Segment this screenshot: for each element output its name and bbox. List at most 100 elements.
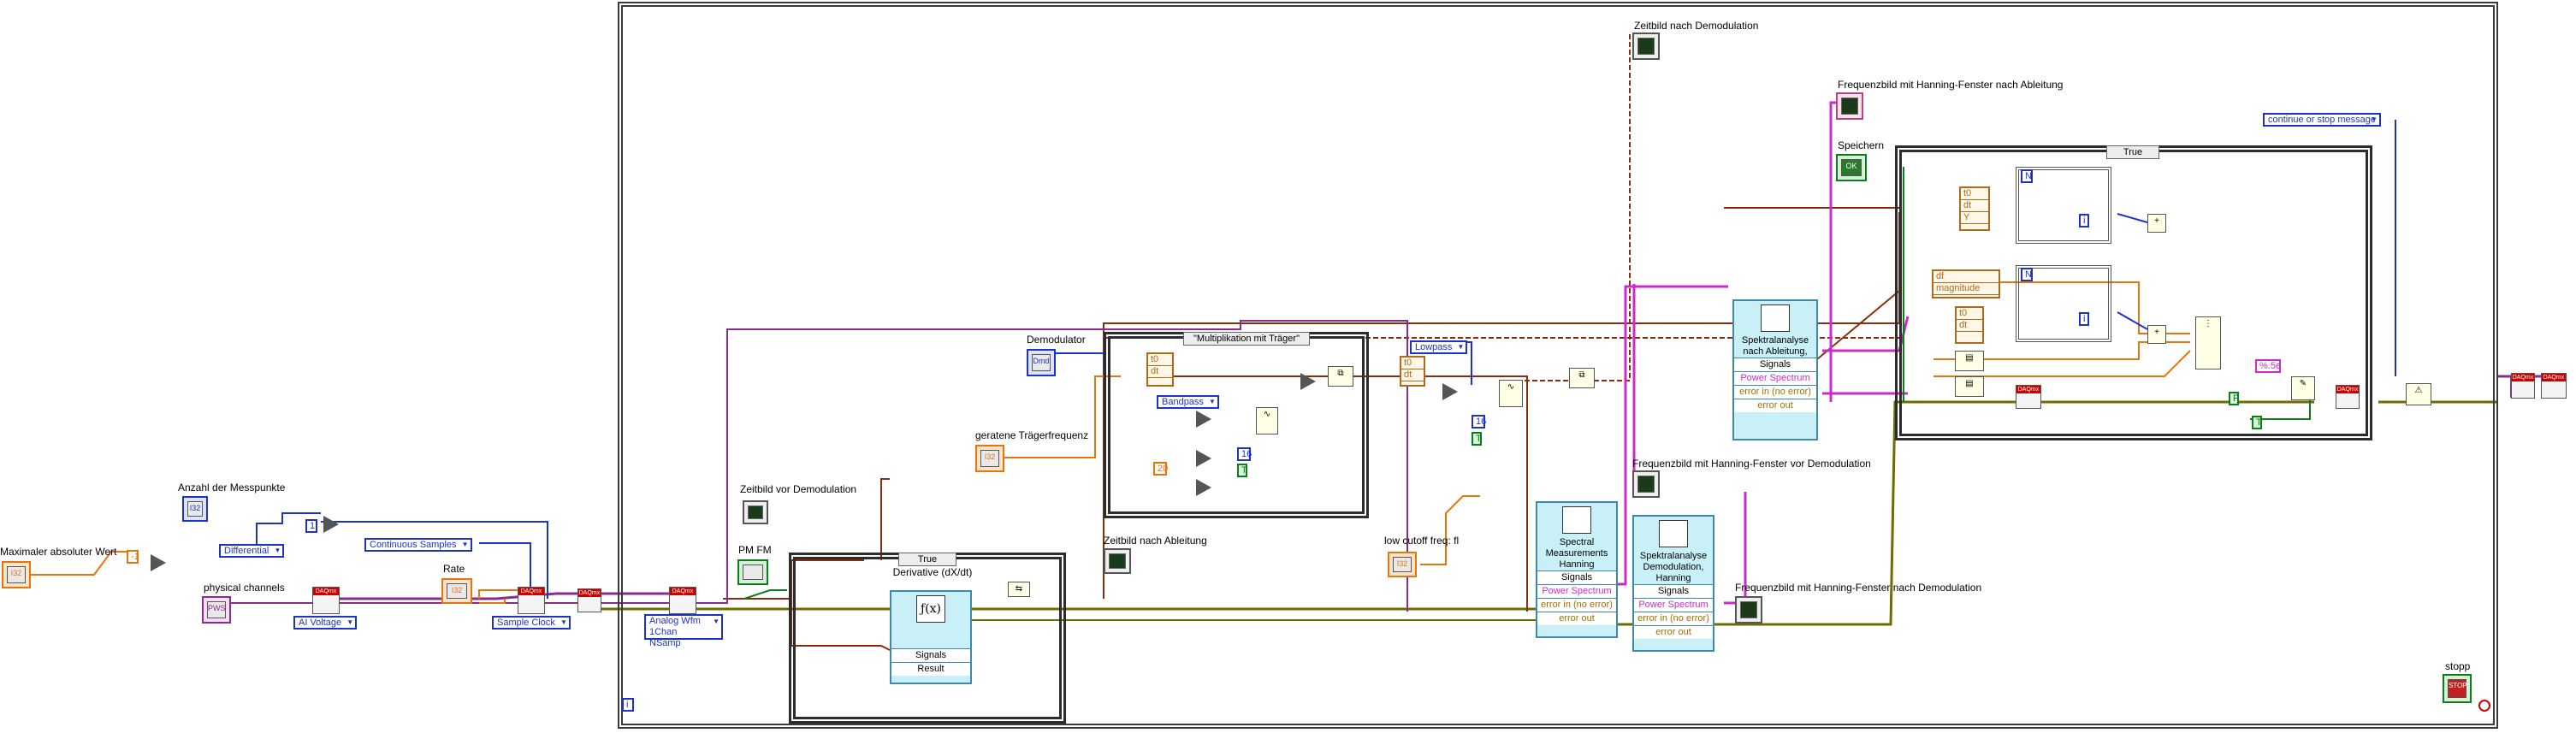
i-terminal-a: i <box>2079 214 2089 228</box>
cluster-item: t0 <box>1401 358 1424 369</box>
freq-before-demod-graph <box>1632 470 1660 498</box>
add-node <box>323 516 339 533</box>
demodulator-control[interactable]: Dmd <box>1027 349 1056 376</box>
cluster-item: Y <box>1961 212 1988 224</box>
freq-after-deriv-graph <box>1836 92 1863 120</box>
bandpass-ring[interactable]: Bandpass <box>1157 395 1219 409</box>
daq-header: DAQmx <box>2336 386 2359 393</box>
unbundle-c: t0 dt <box>1955 306 1984 344</box>
while-loop <box>618 2 2498 729</box>
spectral-title: Spektralanalyse nach Ableitung, <box>1741 335 1809 357</box>
time-after-demod-label: Zeitbild nach Demodulation <box>1634 20 1759 32</box>
graph-icon <box>1841 98 1858 115</box>
filter-node: ∿ <box>1256 407 1278 434</box>
daqmx-clear-task: DAQmx <box>2541 373 2567 399</box>
error-out: error out <box>1734 399 1816 412</box>
channel-icon: PWS <box>207 601 226 618</box>
false-constant: F <box>2229 392 2239 405</box>
error-handler-node: ⚠ <box>2406 383 2431 405</box>
cluster-item: dt <box>1961 200 1988 212</box>
case-selector-true-2[interactable]: True <box>2106 145 2159 159</box>
graph-icon <box>1740 601 1757 618</box>
physical-channels-control[interactable]: PWS <box>202 596 231 624</box>
lowpass-ring[interactable]: Lowpass <box>1410 340 1468 354</box>
max-abs-value-label: Maximaler absoluter Wert <box>0 546 117 558</box>
spectral-demod-express-vi[interactable]: Spektralanalyse Demodulation, Hanning Si… <box>1632 515 1714 652</box>
format-string-constant: %.5e <box>2255 359 2281 373</box>
unbundle-b: df magnitude <box>1932 269 2000 299</box>
daqmx-timing: DAQmx <box>518 587 545 614</box>
int-wire-3 <box>479 542 531 599</box>
num-points-control[interactable]: I32 <box>182 496 208 522</box>
array-combine-node-2: + <box>2147 325 2166 344</box>
filter-node-low: ∿ <box>1499 380 1523 407</box>
spectral-measurements-express-vi[interactable]: Spectral Measurements Hanning Signals Po… <box>1536 501 1618 638</box>
power-spectrum-output: Power Spectrum <box>1634 598 1713 612</box>
sample-clock-ring[interactable]: Sample Clock <box>492 616 571 630</box>
save-button[interactable]: OK <box>1836 154 1867 181</box>
task-wire-long <box>214 320 1408 612</box>
true-constant-c: T <box>2252 416 2262 429</box>
pm-fm-switch[interactable] <box>737 559 768 585</box>
ai-voltage-ring[interactable]: AI Voltage <box>293 616 358 630</box>
sample-mode-ring[interactable]: Continuous Samples <box>364 538 472 552</box>
signals-input: Signals <box>1734 358 1816 371</box>
multiply-node <box>151 554 166 571</box>
terminal-config-ring[interactable]: Differential <box>219 544 285 558</box>
rate-label: Rate <box>443 563 465 575</box>
demodulator-label: Demodulator <box>1027 334 1086 346</box>
int-wire-7 <box>2117 311 2148 330</box>
num-wire-2 <box>478 589 518 599</box>
max-abs-value-control[interactable]: I32 <box>2 561 31 588</box>
daq-header: DAQmx <box>670 588 696 595</box>
error-out: error out <box>1634 625 1713 639</box>
physical-channels-label: physical channels <box>204 582 285 594</box>
time-before-demod-label: Zeitbild vor Demodulation <box>740 483 857 495</box>
loop-condition-icon <box>2478 700 2490 712</box>
stop-button-icon: STOP <box>2448 679 2467 698</box>
n-terminal-a: N <box>2021 169 2033 183</box>
spectrum-icon <box>1659 520 1688 547</box>
numeric-icon: I32 <box>187 501 203 517</box>
unbundle-a: t0 dt Y <box>1959 186 1990 231</box>
multiplication-case-structure <box>1104 332 1369 518</box>
for-loop-b <box>2016 265 2111 342</box>
time-before-demod-graph <box>743 500 768 524</box>
derivative-icon: ƒ(x) <box>916 595 945 623</box>
pm-fm-label: PM FM <box>738 544 772 556</box>
low-cutoff-control[interactable]: I32 <box>1388 552 1417 577</box>
time-after-deriv-graph <box>1104 548 1131 574</box>
freq-before-demod-label: Frequenzbild mit Hanning-Fenster vor Dem… <box>1632 458 1871 470</box>
spectral-title: Spectral Measurements Hanning <box>1545 537 1608 570</box>
power-spectrum-output: Power Spectrum <box>1537 584 1616 598</box>
time-after-demod-graph <box>1632 33 1660 60</box>
cluster-item: t0 <box>1957 308 1982 320</box>
rate-control[interactable]: I32 <box>441 578 472 604</box>
spectral-deriv-express-vi[interactable]: Spektralanalyse nach Ableitung, Signals … <box>1732 299 1818 440</box>
numeric-icon: I32 <box>447 583 467 599</box>
stop-button[interactable]: STOP <box>2443 674 2472 703</box>
derivative-title: Derivative (dX/dt) <box>892 566 973 578</box>
daq-header: DAQmx <box>313 588 339 595</box>
ok-button-icon: OK <box>1841 159 1862 176</box>
case-selector-mult[interactable]: "Multiplikation mit Träger" <box>1183 332 1310 346</box>
loop-iteration-terminal: i <box>622 698 634 712</box>
waveform-wire-7 <box>1172 375 1528 612</box>
signals-input: Signals <box>891 648 970 662</box>
daq-header: DAQmx <box>2542 374 2566 381</box>
daqmx-clear-b: DAQmx <box>2336 385 2360 409</box>
mult-node-d <box>1300 373 1316 390</box>
analog-wfm-ring[interactable]: Analog Wfm 1Chan NSamp <box>644 614 723 648</box>
cluster-item: magnitude <box>1933 283 1999 295</box>
graph-icon <box>748 505 763 519</box>
carrier-freq-control[interactable]: I32 <box>975 445 1004 472</box>
daqmx-start: DAQmx <box>577 588 601 612</box>
numeric-icon: I32 <box>7 566 26 583</box>
error-wire-3 <box>1608 400 2314 626</box>
signals-input: Signals <box>1634 584 1713 598</box>
freq-after-deriv-label: Frequenzbild mit Hanning-Fenster nach Ab… <box>1838 79 2064 91</box>
neg-one-constant: -1 <box>127 550 139 564</box>
derivative-express-vi[interactable]: ƒ(x) Signals Result <box>890 590 972 684</box>
case-selector-true-1[interactable]: True <box>898 553 956 566</box>
